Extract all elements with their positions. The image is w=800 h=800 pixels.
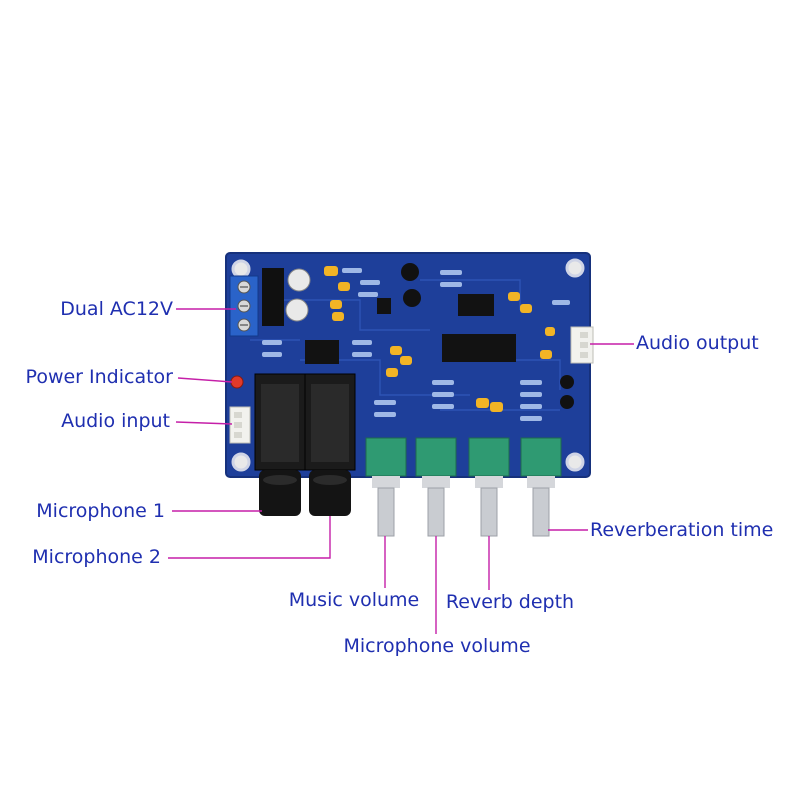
- leader-audio-input: [175, 421, 233, 425]
- mounting-holes: [231, 258, 585, 472]
- electrolytic-capacitors: [285, 263, 574, 409]
- potentiometer-reverb-depth-icon: [468, 437, 510, 537]
- potentiometer-music-icon: [365, 437, 407, 537]
- potentiometer-mic-icon: [415, 437, 457, 537]
- label-power-indicator: Power Indicator: [25, 366, 173, 388]
- label-microphone-1: Microphone 1: [36, 500, 165, 522]
- mic-jack-1-icon: [254, 373, 306, 516]
- output-connector-icon: [570, 326, 594, 364]
- label-dual-ac12v: Dual AC12V: [60, 298, 173, 320]
- ceramic-capacitors: [324, 266, 555, 412]
- led-indicator: [230, 375, 244, 389]
- resistors: [262, 268, 570, 421]
- potentiometer-reverb-time-icon: [520, 437, 562, 537]
- mounting-hole-bl: [231, 452, 251, 472]
- leader-microphone-2: [168, 516, 331, 559]
- mic-jack-2-icon: [304, 373, 356, 516]
- label-audio-output: Audio output: [636, 332, 759, 354]
- pcb-traces: [250, 279, 561, 411]
- leader-power-indicator: [177, 377, 233, 383]
- label-microphone-2: Microphone 2: [32, 546, 161, 568]
- ic-chips: [305, 294, 516, 364]
- regulator-block: [262, 268, 284, 326]
- label-audio-input: Audio input: [61, 410, 170, 432]
- mounting-hole-tl: [231, 259, 251, 279]
- leader-lines: [168, 308, 634, 634]
- label-microphone-volume: Microphone volume: [343, 635, 531, 657]
- input-connector-icon: [229, 406, 251, 444]
- mounting-hole-tr: [565, 258, 585, 278]
- label-music-volume: Music volume: [288, 589, 420, 611]
- screw-terminal-icon: [229, 275, 259, 337]
- label-reverb-depth: Reverb depth: [445, 591, 575, 613]
- label-reverberation-time: Reverberation time: [590, 519, 774, 541]
- mounting-hole-br: [565, 452, 585, 472]
